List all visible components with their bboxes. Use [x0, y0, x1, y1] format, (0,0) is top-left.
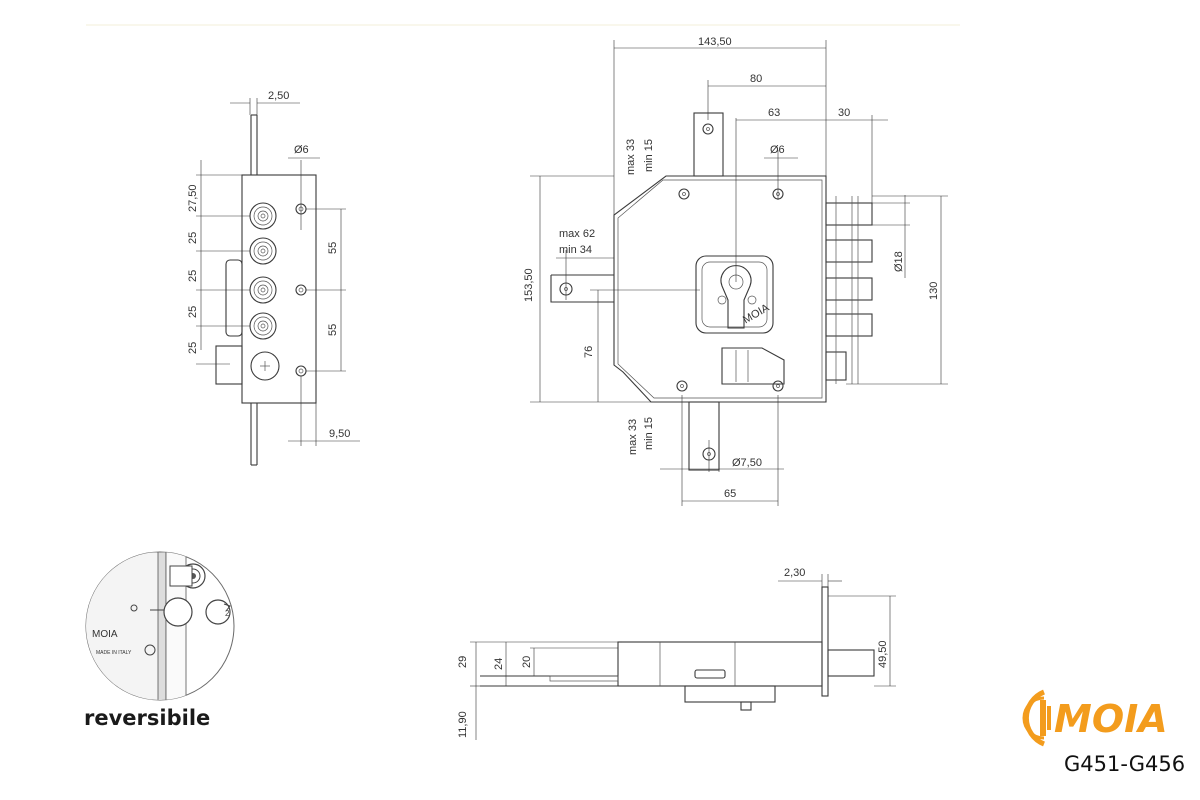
dim-h76: 76 [583, 346, 595, 358]
deadbolts-side [825, 196, 873, 384]
dim-overall-width: 143,50 [698, 36, 732, 48]
cylinder-hole [720, 265, 752, 329]
svg-text:2: 2 [225, 609, 230, 618]
dim-hole-pitch-2: 55 [327, 324, 339, 336]
dim-h11: 11,90 [457, 711, 469, 738]
dim-pitch-1: 27,50 [187, 184, 199, 212]
front-dimensions: 2,50 Ø6 27,50 25 25 25 25 55 55 9, [187, 90, 360, 446]
dim-backset-min: min 34 [559, 244, 592, 256]
main-dimensions: 143,50 80 63 30 max 33 min 15 Ø6 max 62 … [523, 36, 948, 506]
top-strike-tab [693, 112, 724, 177]
model-code: G451-G456 [1064, 752, 1186, 776]
dim-hole-pitch-1: 55 [327, 242, 339, 254]
dim-bottom-strike-max: max 33 [627, 419, 639, 455]
dim-bottom-width: 65 [724, 488, 736, 500]
side-base-plate [684, 685, 776, 703]
side-faceplate [821, 586, 829, 697]
dim-pitch-5: 25 [187, 342, 199, 354]
brand-logo: MOIA [1022, 689, 1168, 747]
dim-top-offset: 2,50 [268, 90, 289, 102]
brand-emblem-icon [1022, 689, 1051, 747]
body-hole-bottom-right [772, 380, 784, 392]
brand-name: MOIA [1054, 697, 1168, 741]
dim-bolt-dia: Ø18 [893, 251, 905, 272]
detail-plate-text: MOIA [92, 629, 118, 640]
lever-arm [550, 274, 614, 303]
dim-front-hole-dia: Ø6 [294, 144, 309, 156]
detail-plate [86, 552, 163, 700]
side-latch-slot [694, 669, 726, 679]
latch-window [721, 347, 785, 385]
lock-body-outline [613, 175, 827, 403]
deadbolt-1 [249, 202, 277, 230]
dim-bottom-hole-dia: Ø7,50 [732, 457, 762, 469]
detail-rotate-icon [205, 599, 231, 625]
side-view: 2,30 29 11,90 24 20 49,50 [457, 567, 896, 740]
side-deadbolt [827, 649, 875, 677]
cylinder-mark: MOIA [741, 302, 772, 327]
dim-bottom-offset: 9,50 [329, 428, 350, 440]
dim-h20: 20 [521, 656, 533, 668]
fixing-hole-bottom [295, 365, 307, 377]
dim-top-strike-min: min 15 [643, 139, 655, 172]
latch-bolt [250, 351, 280, 381]
deadbolt-3 [249, 276, 277, 304]
top-strike-hole [702, 123, 714, 135]
dim-bottom-strike-min: min 15 [643, 417, 655, 450]
dim-pitch-3: 25 [187, 270, 199, 282]
dim-w80: 80 [750, 73, 762, 85]
dim-backset-max: max 62 [559, 228, 595, 240]
body-hole-top-left [678, 188, 690, 200]
dim-top-strike-max: max 33 [625, 139, 637, 175]
dim-w30: 30 [838, 107, 850, 119]
detail-latch [163, 597, 193, 627]
dim-w63: 63 [768, 107, 780, 119]
reversible-label: reversibile [84, 706, 211, 730]
reversible-detail: 2 MOIA MADE IN ITALY [85, 551, 235, 701]
main-view: MOIA 143,50 80 63 [523, 36, 948, 506]
dim-height: 153,50 [523, 268, 535, 302]
dim-h24: 24 [493, 658, 505, 670]
deadbolt-4 [249, 312, 277, 340]
cylinder-plate [695, 255, 774, 334]
dim-pitch-2: 25 [187, 232, 199, 244]
fixing-hole-middle [295, 284, 307, 296]
side-dimensions: 2,30 29 11,90 24 20 49,50 [457, 567, 896, 740]
dim-thickness: 2,30 [784, 567, 805, 579]
dim-bolt-span: 130 [928, 282, 940, 300]
latch-housing [215, 345, 243, 385]
dim-h49: 49,50 [877, 640, 889, 668]
side-body [617, 641, 823, 687]
detail-plate-subtext: MADE IN ITALY [96, 650, 132, 656]
bottom-strike-tab [688, 401, 720, 471]
deadbolt-2 [249, 237, 277, 265]
dim-h29: 29 [457, 656, 469, 668]
dim-pitch-4: 25 [187, 306, 199, 318]
body-hole-bottom-left [676, 380, 688, 392]
front-view: 2,50 Ø6 27,50 25 25 25 25 55 55 9, [187, 90, 360, 466]
dim-body-hole-dia: Ø6 [770, 144, 785, 156]
faceplate-side-lug [225, 259, 243, 337]
